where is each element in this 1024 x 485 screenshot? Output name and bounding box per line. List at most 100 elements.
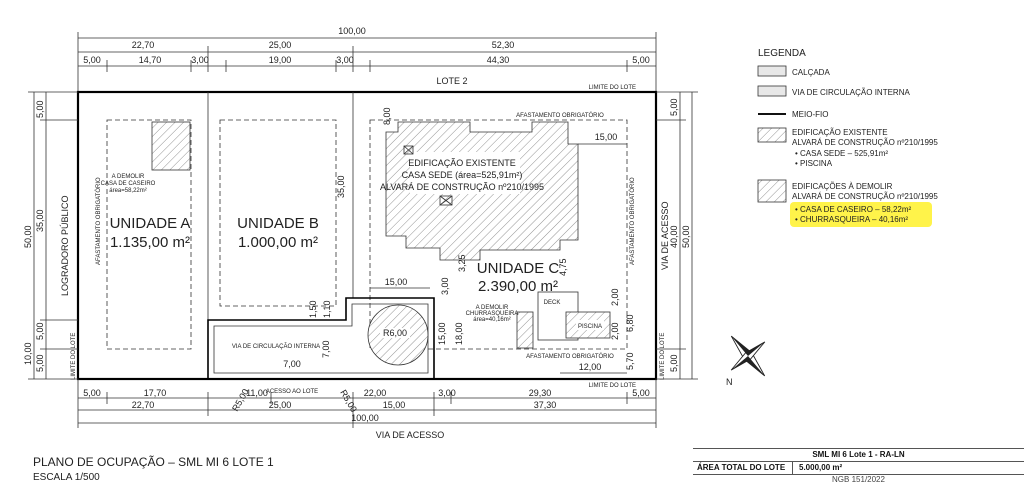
legend-item-curb: MEIO-FIO [792, 110, 828, 119]
dim-bot-total: 100,00 [351, 413, 379, 423]
title-block-area-label: ÁREA TOTAL DO LOTE [693, 462, 793, 474]
dim-in-475: 4,75 [558, 258, 568, 276]
dim-in-110: 1,10 [322, 300, 332, 318]
deck-label: DECK [544, 300, 561, 306]
dim-in-7: 7,00 [283, 359, 301, 369]
dim-in-2a: 2,00 [610, 288, 620, 306]
legend-swatch-internal-road [757, 85, 787, 97]
legend-swatch-sidewalk [757, 65, 787, 77]
legend-item-existing-sub2: • CASA SEDE – 525,91m² [795, 149, 888, 158]
dim-bot-6: 29,30 [529, 388, 552, 398]
dim-in-2b: 2,00 [610, 322, 620, 340]
internal-road: R6,00 VIA DE CIRCULAÇÃO INTERNA 7,00 7,0… [207, 297, 435, 414]
access-road-right-label: VIA DE ACESSO [660, 201, 670, 270]
setback-label-bottom: AFASTAMENTO OBRIGATÓRIO [526, 353, 614, 360]
unit-a: A DEMOLIR CASA DE CASEIRO área=58,22m² U… [101, 121, 191, 251]
plan-scale: ESCALA 1/500 [33, 472, 100, 482]
dim-top-2: 14,70 [139, 55, 162, 65]
dim-top-5: 3,00 [336, 55, 354, 65]
dim-bot-5: 3,00 [438, 388, 456, 398]
legend: LEGENDA CALÇADA VIA DE CIRCULAÇÃO INTERN… [757, 48, 938, 227]
dim-top-6: 44,30 [487, 55, 510, 65]
dim-in-325: 3,25 [457, 254, 467, 272]
dim-right-total: 50,00 [681, 225, 691, 248]
dim-bot-1: 5,00 [83, 388, 101, 398]
setback-unit-b [219, 119, 337, 307]
title-block-header: SML MI 6 Lote 1 - RA-LN [693, 449, 1024, 462]
north-arrow-icon [730, 335, 766, 377]
setback-label-left: AFASTAMENTO OBRIGATÓRIO [95, 177, 102, 265]
caretaker-house-demolish [151, 121, 191, 171]
internal-road-outline [207, 297, 435, 380]
existing-building-line1: EDIFICAÇÃO EXISTENTE [408, 158, 516, 168]
dim-bot-d: 37,30 [534, 400, 557, 410]
dim-in-15v: 15,00 [437, 322, 447, 345]
unit-b: UNIDADE B 1.000,00 m² 35,00 [237, 175, 346, 251]
dim-top-4: 19,00 [269, 55, 292, 65]
lot-limit-bottom: LIMITE DO LOTE [589, 383, 636, 389]
legend-item-existing-sub3: • PISCINA [795, 159, 833, 168]
title-block-area-value: 5.000,00 m² [799, 463, 843, 472]
dim-bot-a: 22,70 [132, 400, 155, 410]
dim-top-c: 52,30 [492, 40, 515, 50]
setback-unit-a [106, 119, 192, 350]
dim-bot-2: 17,70 [144, 388, 167, 398]
public-road-label: LOGRADORO PÚBLICO [60, 195, 70, 296]
bbq-demolish [516, 311, 534, 349]
existing-building-line3: ALVARÁ DE CONSTRUÇÃO nº210/1995 [380, 182, 544, 192]
dim-bot-b: 25,00 [269, 400, 292, 410]
title-block: SML MI 6 Lote 1 - RA-LN ÁREA TOTAL DO LO… [693, 448, 1024, 484]
demolish-a-line3: área=58,22m² [109, 188, 147, 194]
legend-swatch-existing [757, 127, 787, 143]
legend-swatch-demolish [757, 179, 787, 203]
dim-top-7: 5,00 [632, 55, 650, 65]
dim-left-35: 35,00 [35, 209, 45, 232]
pool-label: PISCINA [578, 324, 602, 330]
dim-bot-3: 11,00 [246, 388, 268, 398]
dim-in-18: 18,00 [454, 322, 464, 345]
dim-left-5c: 5,00 [35, 354, 45, 372]
dim-in-8: 8,00 [382, 107, 392, 125]
demolish-c-line1: A DEMOLIR [476, 305, 509, 311]
lot-limit-right: LIMITE DO LOTE [660, 333, 666, 380]
dim-in-7v: 7,00 [321, 340, 331, 358]
dim-top-total: 100,00 [338, 26, 366, 36]
dim-left-5a: 5,00 [35, 100, 45, 118]
dim-in-12: 12,00 [579, 362, 602, 372]
dim-bot-7: 5,00 [632, 388, 650, 398]
dim-top-a: 22,70 [132, 40, 155, 50]
access-road-bottom-label: VIA DE ACESSO [376, 430, 445, 440]
bottom-dimensions: 5,00 17,70 11,00 22,00 3,00 29,30 5,00 2… [77, 379, 657, 440]
dim-bot-c: 15,00 [383, 400, 406, 410]
north-label: N [726, 377, 733, 387]
top-dimensions: 100,00 22,70 25,00 52,30 5,00 14,70 3,00… [77, 26, 657, 92]
title-block-footer: NGB 151/2022 [832, 475, 885, 484]
dim-left-total: 50,00 [23, 225, 33, 248]
unit-a-name: UNIDADE A [110, 215, 191, 232]
legend-item-demolish-sub1: ALVARÁ DE CONSTRUÇÃO nº210/1995 [792, 192, 938, 201]
unit-a-area: 1.135,00 m² [110, 234, 190, 251]
lot-2-label: LOTE 2 [436, 76, 467, 86]
dim-in-15a: 15,00 [595, 132, 618, 142]
dim-top-3: 3,00 [191, 55, 209, 65]
dim-in-3: 3,00 [440, 277, 450, 295]
dim-in-15b: 15,00 [385, 277, 408, 287]
demolish-c-line3: área=40,16m² [473, 317, 511, 323]
dim-right-5a: 5,00 [669, 98, 679, 116]
setback-label-top: AFASTAMENTO OBRIGATÓRIO [516, 112, 604, 119]
plan-title: PLANO DE OCUPAÇÃO – SML MI 6 LOTE 1 [33, 455, 274, 469]
demolish-a-line2: CASA DE CASEIRO [101, 181, 156, 187]
dim-in-35: 35,00 [336, 175, 346, 198]
existing-building-line2: CASA SEDE (área=525,91m²) [402, 170, 523, 180]
unit-c: EDIFICAÇÃO EXISTENTE CASA SEDE (área=525… [370, 107, 635, 374]
demolish-c-line2: CHURRASQUEIRA [466, 311, 519, 317]
unit-c-name: UNIDADE C [477, 260, 560, 277]
setback-label-right: AFASTAMENTO OBRIGATÓRIO [629, 177, 636, 265]
internal-road-label: VIA DE CIRCULAÇÃO INTERNA [232, 343, 320, 350]
setback-unit-c [369, 119, 628, 350]
dim-bot-4: 22,00 [364, 388, 387, 398]
legend-highlight [790, 202, 932, 227]
legend-item-existing: EDIFICAÇÃO EXISTENTE [792, 128, 888, 137]
demolish-a-line1: A DEMOLIR [112, 174, 145, 180]
